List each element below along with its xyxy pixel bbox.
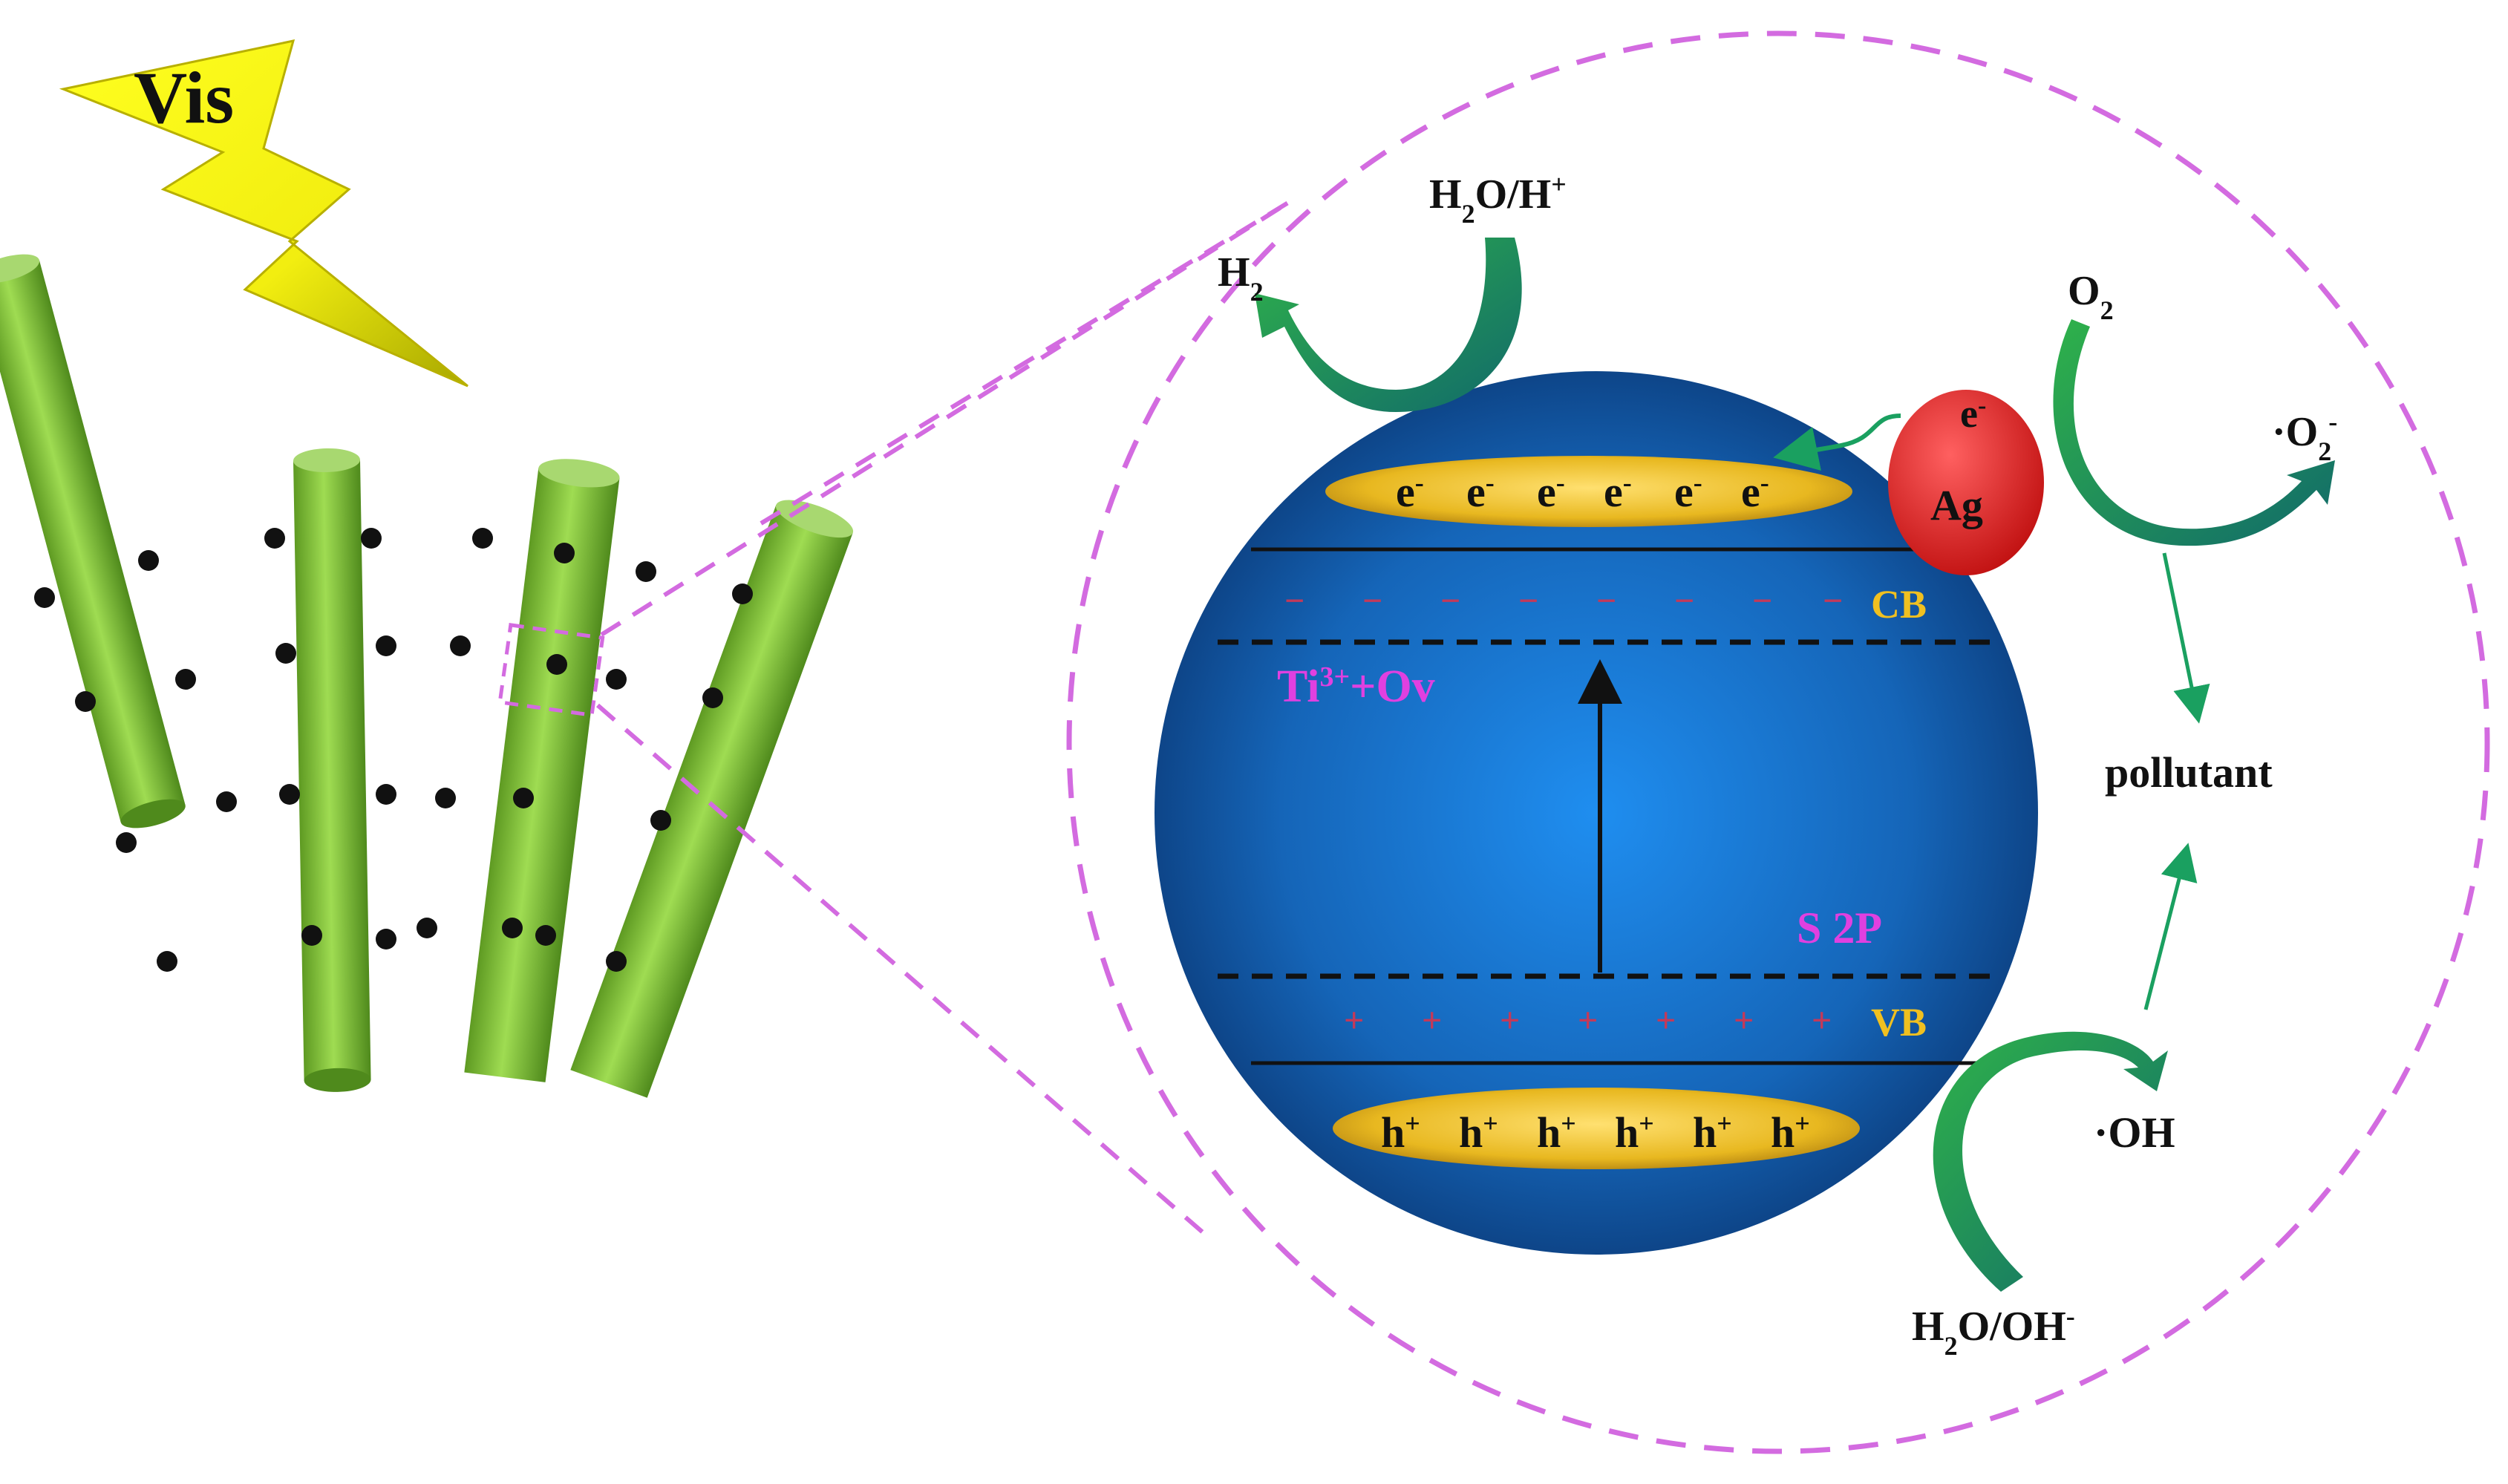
electron-label: e- (1396, 468, 1424, 516)
ag-dot (606, 669, 627, 690)
vb-plus-sign: + (1656, 1001, 1676, 1040)
ag-dot (75, 691, 96, 712)
hole-band (1333, 1088, 1860, 1169)
hole-label: h+ (1459, 1108, 1498, 1157)
cb-minus-sign: − (1823, 581, 1843, 621)
h2-label: H2 (1218, 249, 1264, 307)
hydroxyl-to-pollutant-arrow (2143, 843, 2198, 1010)
ag-dot (732, 584, 753, 604)
cb-minus-sign: − (1284, 581, 1304, 621)
ag-dot (116, 832, 137, 853)
cb-minus-sign: − (1752, 581, 1772, 621)
vb-plus-sign: + (1344, 1001, 1364, 1040)
ag-dot (376, 635, 396, 656)
vb-plus-row: + + + + + + + (1344, 1001, 1832, 1040)
ag-dot (361, 528, 382, 549)
zoom-circle (1066, 30, 2490, 1454)
superoxide-to-pollutant-arrow (2162, 552, 2210, 724)
ag-dot (279, 784, 300, 805)
cb-minus-sign: − (1518, 581, 1538, 621)
cb-minus-sign: − (1362, 581, 1382, 621)
vb-plus-sign: + (1734, 1001, 1754, 1040)
ag-dot (606, 951, 627, 972)
cb-minus-sign: − (1596, 581, 1616, 621)
nanorod-2 (293, 448, 371, 1092)
ag-dot (417, 918, 437, 938)
o2-label: O2 (2068, 268, 2114, 325)
vb-plus-sign: + (1422, 1001, 1442, 1040)
hydroxyl-radical-label: ·OH (2094, 1108, 2175, 1157)
lightning-bolt-icon (59, 39, 468, 388)
ag-dot (435, 788, 456, 808)
cb-minus-row: −−−−−−−− (1284, 581, 1843, 621)
ag-particle-dots (34, 528, 753, 972)
zoom-line-upper-2 (760, 198, 1293, 526)
nanorod-3 (464, 459, 620, 1082)
ag-dot (34, 587, 55, 608)
ag-dot (216, 791, 237, 812)
ag-dot (450, 635, 471, 656)
cb-label: CB (1871, 582, 1927, 627)
ag-dot (138, 550, 159, 571)
h2o-h-plus-label: H2O/H+ (1429, 169, 1567, 229)
ag-dot (301, 925, 322, 946)
ag-dot (502, 918, 523, 938)
zoom-line-lower (596, 703, 1204, 1235)
zoom-selection-box (497, 623, 605, 718)
vb-label: VB (1871, 1000, 1927, 1045)
superoxide-label: ·O2- (2272, 407, 2337, 466)
vb-plus-sign: + (1500, 1001, 1520, 1040)
ag-dot (275, 643, 296, 664)
ag-dot (376, 929, 396, 949)
hole-label: h+ (1615, 1108, 1654, 1157)
ag-label: Ag (1930, 481, 1983, 529)
electron-label: e- (1741, 468, 1769, 516)
ag-dot (472, 528, 493, 549)
pollutant-label: pollutant (2105, 748, 2273, 797)
ag-dot (650, 810, 671, 831)
cb-minus-sign: − (1440, 581, 1460, 621)
electron-label: e- (1604, 468, 1632, 516)
vis-label: Vis (134, 56, 234, 139)
ag-dot (702, 687, 723, 708)
ti3-ov-label: Ti3++Ov (1277, 661, 1435, 712)
nanorod-4 (570, 500, 854, 1098)
electron-band (1325, 456, 1852, 527)
ag-dot (513, 788, 534, 808)
ag-dot (636, 561, 656, 582)
electron-row: e-e-e-e-e-e- (1396, 468, 1769, 516)
ag-particle (1888, 390, 2044, 575)
superoxide-arrow (2053, 319, 2335, 546)
electron-transfer-arrow (1773, 414, 1901, 471)
nanorod-bundle (0, 254, 854, 1098)
h2-evolution-arrow (1255, 238, 1522, 412)
ag-dot (175, 669, 196, 690)
tio2-sphere (1155, 371, 2038, 1255)
hole-label: h+ (1693, 1108, 1732, 1157)
ag-dot (376, 784, 396, 805)
hole-row: h+ h+ h+ h+ h+ h+ (1381, 1108, 1810, 1157)
ag-dot (535, 925, 556, 946)
electron-label: e- (1466, 468, 1495, 516)
ag-dot (264, 528, 285, 549)
hole-label: h+ (1771, 1108, 1810, 1157)
cb-minus-sign: − (1674, 581, 1694, 621)
vb-plus-sign: + (1812, 1001, 1832, 1040)
ag-electron-label: e- (1960, 391, 1986, 436)
h2o-oh-minus-label: H2O/OH- (1912, 1301, 2075, 1361)
ag-dot (554, 543, 575, 563)
vb-plus-sign: + (1578, 1001, 1598, 1040)
electron-label: e- (1537, 468, 1565, 516)
hole-label: h+ (1381, 1108, 1420, 1157)
ag-dot (157, 951, 177, 972)
ag-dot (546, 654, 567, 675)
hydroxyl-radical-arrow (1933, 1031, 2168, 1292)
hole-label: h+ (1537, 1108, 1576, 1157)
nanorod-1 (0, 254, 186, 828)
s2p-label: S 2P (1797, 903, 1882, 952)
electron-label: e- (1674, 468, 1702, 516)
